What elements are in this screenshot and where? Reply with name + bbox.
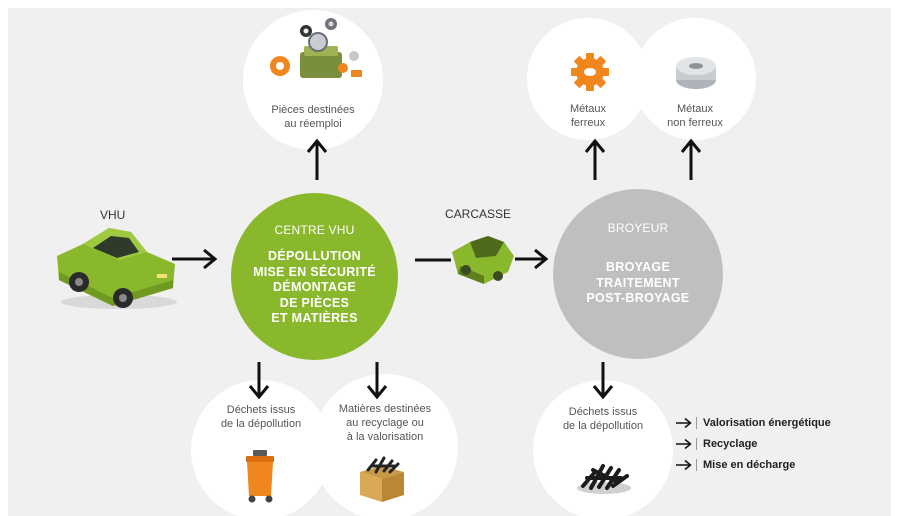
broyeur-title: BROYEUR: [607, 221, 669, 235]
reemploi-label: Pièces destinées au réemploi: [271, 104, 355, 130]
dechets-centre-label: Déchets issus de la dépollution: [220, 404, 302, 430]
ferreux-label: Métaux ferreux: [569, 103, 607, 129]
legend-label: Recyclage: [703, 438, 758, 450]
reemploi-node: [243, 10, 383, 150]
arrow-icon: [172, 248, 218, 270]
legend-separator: [696, 417, 697, 429]
arrow-icon: [248, 362, 270, 400]
arrow-icon: [584, 138, 606, 180]
waste-bin-icon: [246, 450, 274, 503]
legend-item-valorisation: Valorisation énergétique: [675, 415, 831, 431]
arrow-icon: [676, 438, 692, 450]
legend-separator: [696, 459, 697, 471]
recycling-diagram: Pièces destinées au réemploi Métaux ferr…: [8, 8, 891, 516]
broyeur-steps: BROYAGE TRAITEMENT POST-BROYAGE: [586, 260, 690, 305]
legend-separator: [696, 438, 697, 450]
carcass-icon: [452, 236, 514, 284]
broyeur-node: BROYEUR BROYAGE TRAITEMENT POST-BROYAGE: [553, 189, 723, 359]
arrow-icon: [366, 362, 388, 400]
scrap-box-icon: [360, 456, 404, 502]
arrow-icon: [415, 258, 451, 262]
arrow-icon: [680, 138, 702, 180]
spool-icon: [676, 57, 716, 89]
arrow-icon: [676, 417, 692, 429]
legend-label: Mise en décharge: [703, 459, 796, 471]
legend-item-decharge: Mise en décharge: [675, 457, 795, 473]
vhu-label: VHU: [100, 208, 126, 222]
recyclage-label: Matières destinées au recyclage ou à la …: [338, 403, 432, 443]
carcasse-label: CARCASSE: [445, 207, 512, 221]
scrap-pile-icon: [577, 464, 631, 494]
arrow-icon: [515, 248, 549, 270]
arrow-icon: [306, 138, 328, 180]
dechets-broyeur-label: Déchets issus de la dépollution: [562, 406, 644, 432]
centre-vhu-steps: DÉPOLLUTION MISE EN SÉCURITÉ DÉMONTAGE D…: [253, 249, 376, 325]
arrow-icon: [676, 459, 692, 471]
legend-label: Valorisation énergétique: [703, 417, 831, 429]
centre-vhu-node: CENTRE VHU DÉPOLLUTION MISE EN SÉCURITÉ …: [231, 193, 398, 360]
non-ferreux-label: Métaux non ferreux: [667, 103, 723, 129]
arrow-icon: [592, 362, 614, 400]
centre-vhu-title: CENTRE VHU: [274, 223, 355, 237]
car-icon: [57, 228, 177, 309]
engine-parts-icon: [270, 18, 362, 78]
legend-item-recyclage: Recyclage: [675, 436, 757, 452]
gear-icon: [571, 53, 609, 91]
